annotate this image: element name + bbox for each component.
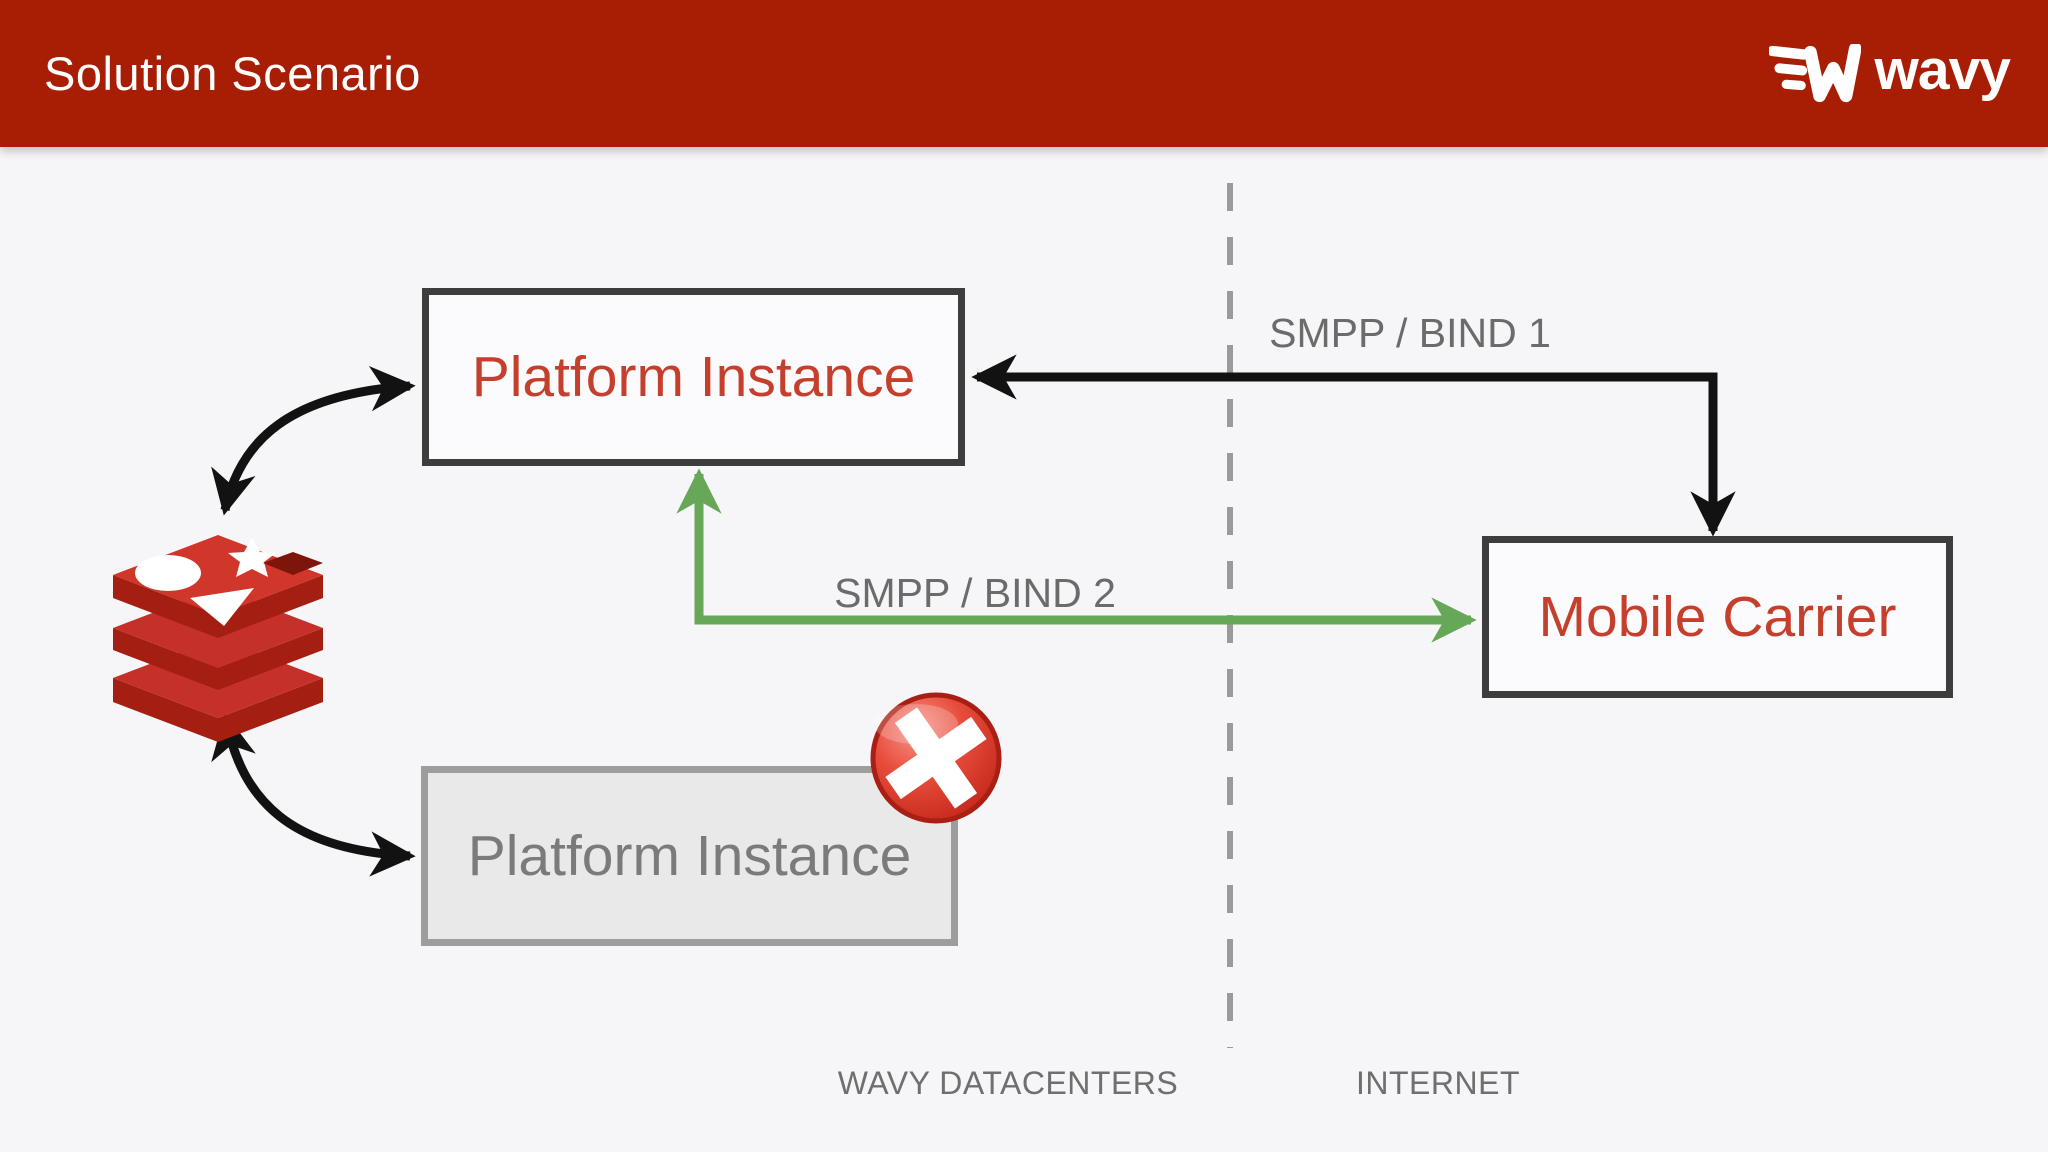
redis-cube-hole <box>263 552 323 575</box>
zone-label-wavy-datacenters: WAVY DATACENTERS <box>837 1065 1179 1101</box>
platform-instance-bottom-node: Platform Instance <box>421 766 958 946</box>
mobile-carrier-node: Mobile Carrier <box>1482 536 1953 698</box>
w-glyph <box>1803 43 1861 102</box>
brand-logo: wavy <box>1768 0 2011 147</box>
bind1-arrow <box>971 354 1736 537</box>
wing-feather <box>1781 79 1806 90</box>
header-bar: Solution Scenario wavy <box>0 0 2048 147</box>
wing-feather <box>1768 45 1809 60</box>
platform-instance-top-node: Platform Instance <box>422 288 965 466</box>
redis-triangle <box>190 588 254 626</box>
redis-star <box>228 538 276 577</box>
redis-ellipse <box>135 555 201 591</box>
zone-label-internet: INTERNET <box>1356 1065 1520 1101</box>
platform-instance-bottom-label: Platform Instance <box>467 824 912 888</box>
redis-to-platform-top-arrow <box>211 366 416 516</box>
redis-icon <box>113 535 323 742</box>
wing-feather <box>1774 62 1807 75</box>
wavy-wing-w-icon <box>1768 43 1861 102</box>
slide-title: Solution Scenario <box>44 47 421 100</box>
mobile-carrier-label: Mobile Carrier <box>1538 585 1897 649</box>
bind2-label: SMPP / BIND 2 <box>834 570 1116 616</box>
brand-name: wavy <box>1874 38 2011 102</box>
bind1-label: SMPP / BIND 1 <box>1269 310 1551 356</box>
redis-to-platform-bottom-arrow <box>211 713 416 877</box>
platform-instance-top-label: Platform Instance <box>471 345 916 409</box>
